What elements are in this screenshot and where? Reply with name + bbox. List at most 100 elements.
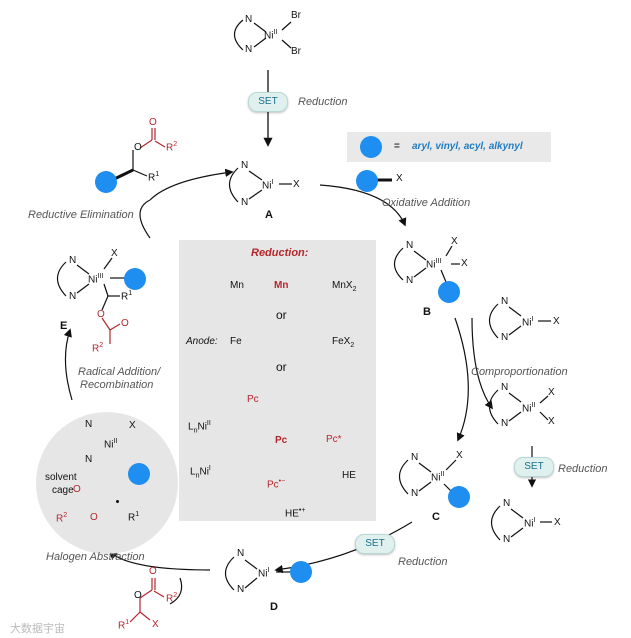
b-x1: X (451, 236, 458, 247)
sm-carbonyl-o: O (149, 566, 157, 577)
panel-he-plus: HE•+ (285, 507, 306, 520)
halogen-abstraction-label: Halogen Abstraction (46, 551, 145, 563)
top-br1: Br (291, 10, 301, 21)
reduction-panel (179, 240, 376, 521)
compound-b-label: B (423, 306, 431, 318)
br-ni: NiI (524, 517, 536, 530)
br-n2: N (503, 534, 511, 545)
sm-r2: R2 (166, 592, 178, 605)
cage-label-line1: solvent (45, 472, 77, 483)
panel-or-2: or (276, 360, 287, 374)
e-n2: N (69, 291, 77, 302)
panel-fe-right: FeX2 (332, 336, 355, 349)
reduction-label-right: Reduction (558, 463, 608, 475)
top-n1: N (245, 14, 253, 25)
panel-anode: Anode: (186, 336, 218, 347)
comp-nii-x: X (553, 316, 560, 327)
complex-e-bonds (56, 257, 126, 344)
legend-x: X (396, 173, 403, 184)
complex-d-aryl-dot (290, 561, 312, 583)
comp-nii-n1: N (501, 296, 509, 307)
cage-r2: R2 (56, 512, 68, 525)
set-badge-top: SET (248, 92, 288, 112)
cage-x: X (129, 420, 136, 431)
b-n2: N (406, 275, 414, 286)
a-ni: NiI (262, 179, 274, 192)
comproportionation-nii-bonds (488, 303, 551, 339)
d-n2: N (237, 584, 245, 595)
legend-dot (360, 136, 382, 158)
a-n1: N (241, 160, 249, 171)
panel-pc-radical: Pc•− (267, 478, 286, 491)
panel-mn-center: Mn (274, 280, 289, 291)
product-r2: R2 (166, 141, 178, 154)
legend-equals: = (394, 141, 400, 152)
comp-niii-n1: N (501, 382, 509, 393)
top-n2: N (245, 44, 253, 55)
radical-addition-label-2: Recombination (80, 379, 154, 391)
e-o: O (97, 309, 105, 320)
panel-pc-center: Pc (275, 435, 288, 446)
comproportionation-label: Comproportionation (471, 366, 568, 378)
comp-nii-ni: NiI (522, 316, 534, 329)
product-carbonyl-o: O (149, 117, 157, 128)
oxidative-addition-label: Oxidative Addition (382, 197, 471, 209)
product-aryl-dot (95, 171, 117, 193)
sm-x: X (152, 619, 159, 630)
complex-e-aryl-dot (124, 268, 146, 290)
c-n1: N (411, 452, 419, 463)
cage-o: O (90, 512, 98, 523)
cage-r1: R1 (128, 511, 140, 524)
sm-o: O (134, 590, 142, 601)
e-r2: R2 (92, 342, 104, 355)
panel-lnnii-bottom: LnNiI (190, 465, 211, 480)
watermark: 大数据宇宙 (10, 623, 65, 635)
cage-n1: N (85, 419, 93, 430)
compound-e-label: E (60, 320, 68, 332)
reduction-label-bottom: Reduction (398, 556, 448, 568)
cage-n2: N (85, 454, 93, 465)
panel-or-1: or (276, 308, 287, 322)
top-niii-complex (233, 19, 292, 51)
radical-dot (116, 500, 119, 503)
b-n1: N (406, 240, 414, 251)
set-badge-right: SET (514, 457, 554, 477)
comp-nii-n2: N (501, 332, 509, 343)
b-x2: X (461, 258, 468, 269)
radical-addition-label-1: Radical Addition/ (78, 366, 161, 378)
e-n1: N (69, 255, 77, 266)
top-br2: Br (291, 46, 301, 57)
e-ni: NiIII (88, 273, 104, 286)
legend-aryl-dot (356, 170, 378, 192)
compound-a-label: A (265, 209, 273, 221)
product-o: O (134, 142, 142, 153)
sm-r1: R1 (118, 619, 130, 632)
cage-carbonyl-o: O (73, 484, 81, 495)
compound-d-label: D (270, 601, 278, 613)
panel-lnnii-top: LnNiII (188, 420, 211, 435)
bottom-right-nii-bonds (490, 505, 552, 541)
c-x: X (456, 450, 463, 461)
panel-mn-right: MnX2 (332, 280, 357, 293)
cage-aryl-dot (128, 463, 150, 485)
br-n1: N (503, 498, 511, 509)
panel-title: Reduction: (251, 247, 309, 259)
comproportionation-niii-bonds (488, 389, 549, 425)
complex-c-bonds (398, 459, 457, 495)
comp-niii-n2: N (501, 418, 509, 429)
complex-b-bonds (393, 245, 460, 283)
br-x: X (554, 517, 561, 528)
complex-b-aryl-dot (438, 281, 460, 303)
panel-fe-left: Fe (230, 336, 242, 347)
e-carbonyl-o: O (121, 318, 129, 329)
comp-niii-ni: NiII (522, 402, 536, 415)
comp-niii-x2: X (548, 416, 555, 427)
e-x: X (111, 248, 118, 259)
set-badge-bottom: SET (355, 534, 395, 554)
complex-d-bonds (224, 556, 290, 591)
complex-a-bonds (228, 167, 292, 203)
a-n2: N (241, 197, 249, 208)
complex-c-aryl-dot (448, 486, 470, 508)
a-x: X (293, 179, 300, 190)
